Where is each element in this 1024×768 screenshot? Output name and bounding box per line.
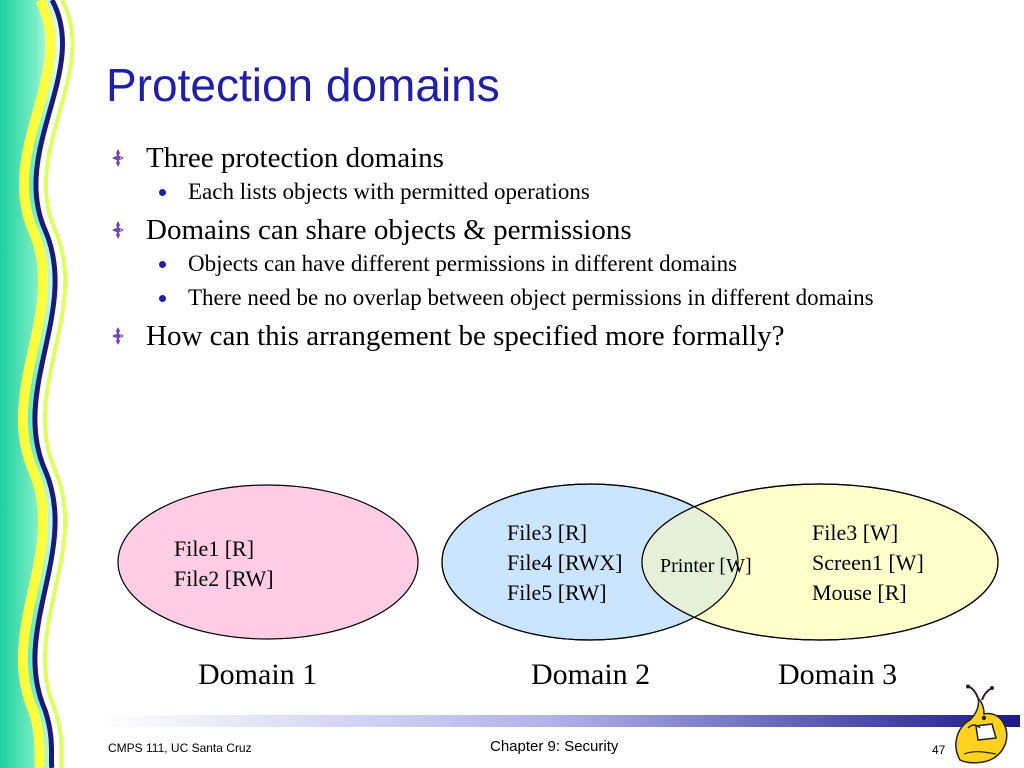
bullet-list: Three protection domains Each lists obje… [108,140,988,356]
slide-title: Protection domains [106,59,500,111]
bullet-item: Three protection domains [108,140,988,176]
object-entry: Screen1 [W] [812,550,924,575]
footer-gradient-bar [100,715,1020,727]
object-entry: File1 [R] [174,536,255,561]
object-entry: File4 [RWX] [507,550,623,575]
page-number: 47 [932,743,946,757]
bullet-item: Domains can share objects & permissions [108,212,988,248]
diamond-bullet-icon [112,149,124,167]
bullet-text: Domains can share objects & permissions [146,214,632,246]
footer-chapter: Chapter 9: Security [490,738,619,755]
diamond-bullet-icon [112,221,124,239]
footer-course: CMPS 111, UC Santa Cruz [108,741,252,755]
diamond-bullet-icon [112,327,124,345]
object-entry: Mouse [R] [812,580,907,605]
object-entry: File5 [RW] [507,580,607,605]
banana-slug-mascot-icon [955,684,1008,764]
object-entry: File3 [R] [507,520,588,545]
sub-bullet-item: Each lists objects with permitted operat… [108,178,988,206]
domain-2-objects: File3 [R] File4 [RWX] File5 [RW] [507,518,623,608]
domain-3-label: Domain 3 [778,658,898,691]
domain-1-label: Domain 1 [198,658,318,691]
dot-bullet-icon [159,261,166,268]
shared-object-label: Printer [W] [660,555,752,577]
sub-bullet-text: There need be no overlap between object … [188,285,874,310]
dot-bullet-icon [159,295,166,302]
domain-1-objects: File1 [R] File2 [RW] [174,534,274,594]
bullet-item: How can this arrangement be specified mo… [108,318,988,354]
side-wave-decoration [0,0,100,768]
domain-3-objects: File3 [W] Screen1 [W] Mouse [R] [812,518,924,608]
sub-bullet-item: There need be no overlap between object … [108,284,988,312]
dot-bullet-icon [159,189,166,196]
object-entry: File3 [W] [812,520,899,545]
bullet-text: How can this arrangement be specified mo… [146,320,785,352]
sub-bullet-item: Objects can have different permissions i… [108,250,988,278]
domain-diagram [117,483,999,641]
sub-bullet-text: Each lists objects with permitted operat… [188,179,590,204]
object-entry: File2 [RW] [174,566,274,591]
bullet-text: Three protection domains [146,142,444,174]
domain-2-label: Domain 2 [531,658,651,691]
sub-bullet-text: Objects can have different permissions i… [188,251,738,276]
domain-1-ellipse [117,484,419,640]
